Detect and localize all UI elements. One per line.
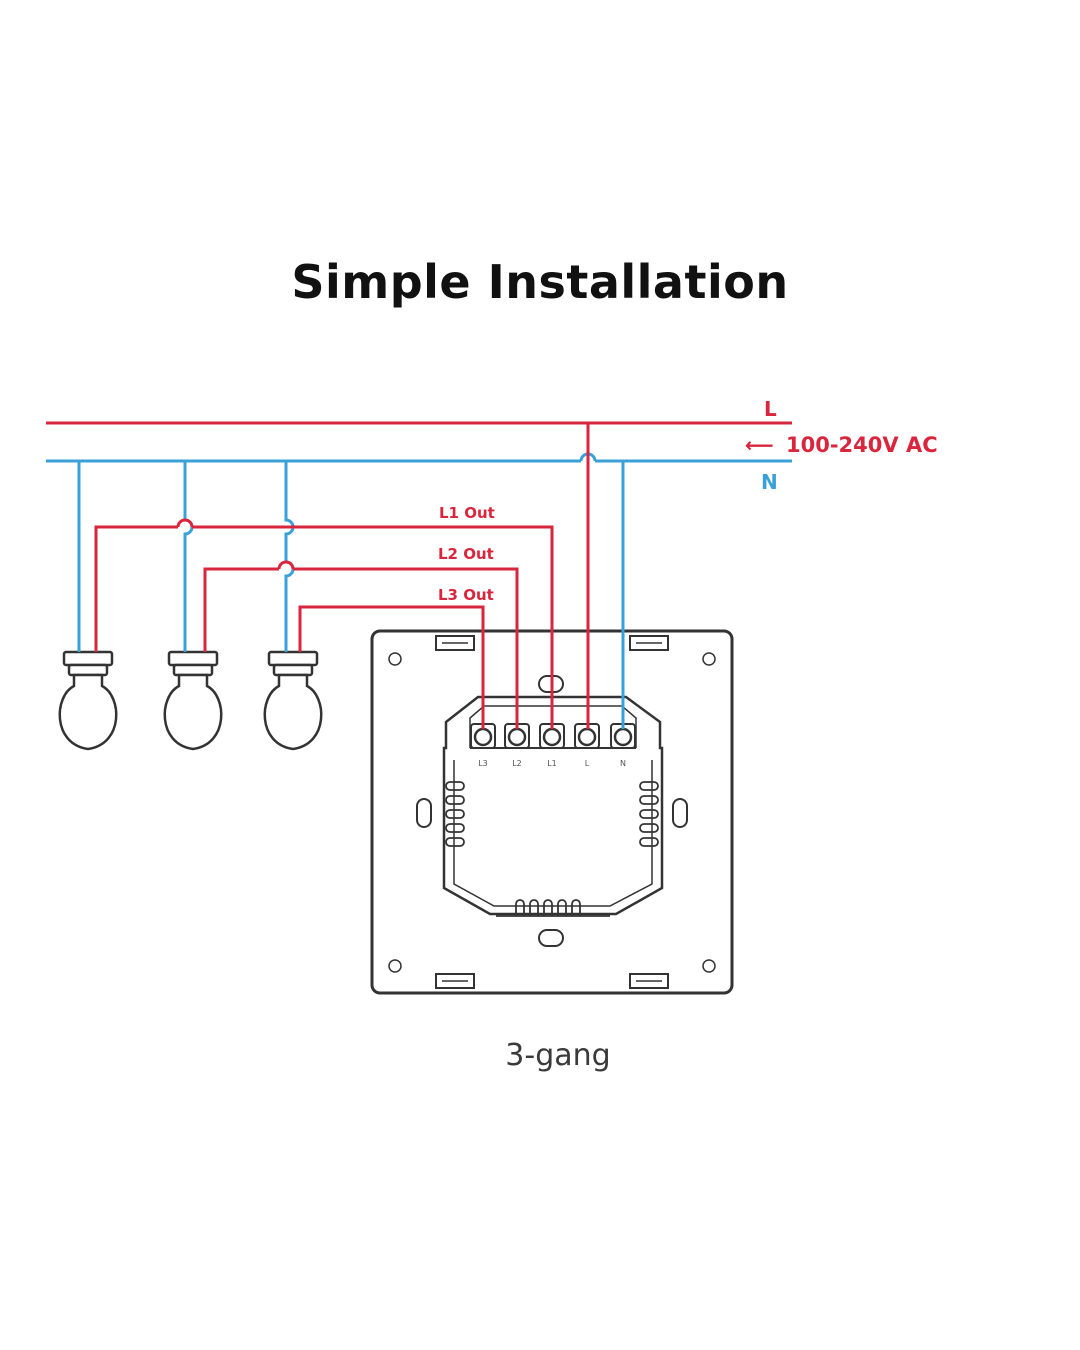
terminal-label-l3: L3 (478, 759, 488, 768)
terminal-label-l2: L2 (512, 759, 522, 768)
light-bulb-icon (58, 650, 118, 751)
neutral-wiring (46, 452, 792, 729)
neutral-label: N (761, 470, 778, 494)
live-wiring (46, 421, 792, 729)
page-title: Simple Installation (291, 255, 789, 309)
diagram-caption: 3-gang (505, 1038, 611, 1073)
terminal-label-n: N (620, 759, 626, 768)
live-label: L (764, 397, 777, 421)
light-bulb-icon (263, 650, 323, 751)
switch-back-panel (370, 629, 734, 995)
voltage-label: 100-240V AC (786, 433, 938, 457)
arrow-left-icon: ⟵ (745, 433, 774, 457)
l2-out-label: L2 Out (438, 545, 494, 563)
terminal-label-l: L (585, 759, 590, 768)
terminal-label-l1: L1 (547, 759, 557, 768)
l3-out-label: L3 Out (438, 586, 494, 604)
l1-out-label: L1 Out (439, 504, 495, 522)
light-bulb-icon (163, 650, 223, 751)
